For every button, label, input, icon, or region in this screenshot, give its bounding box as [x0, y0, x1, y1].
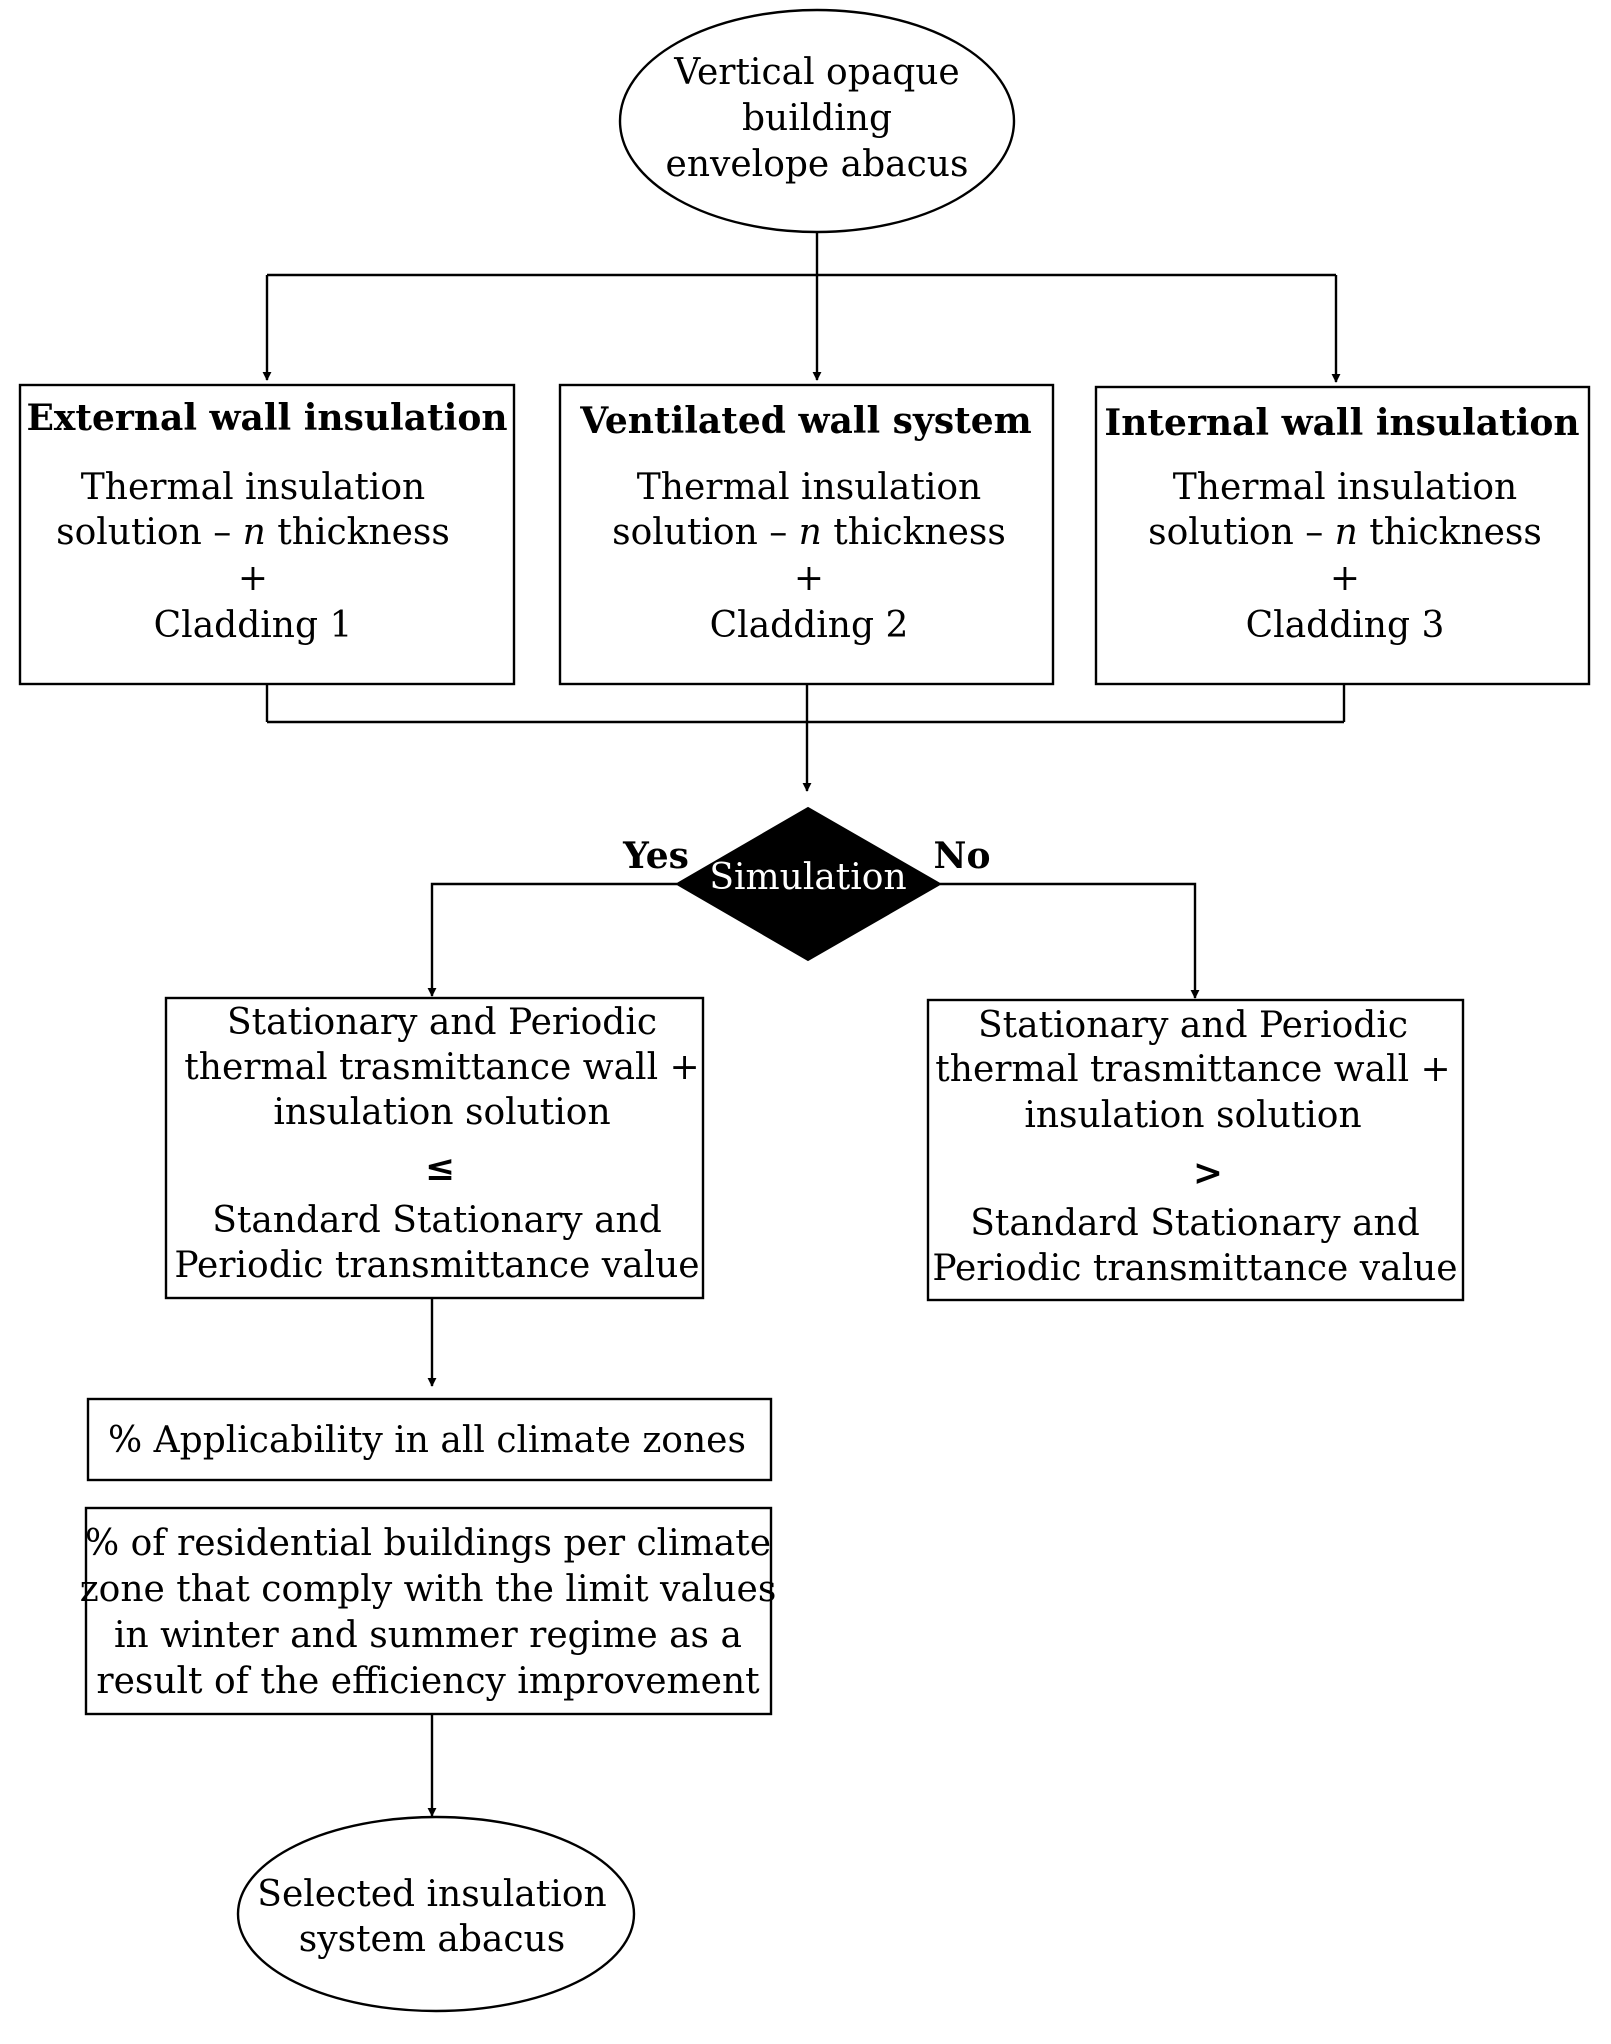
pass-line-3: insulation solution — [273, 1092, 610, 1133]
ventilated-wall-title: Ventilated wall system — [579, 400, 1032, 442]
start-line-2: building — [742, 98, 892, 139]
ventilated-wall-rect — [558, 383, 1055, 686]
applicability-box: % Applicability in all climate zones — [86, 1397, 773, 1482]
end-line-1: Selected insulation — [257, 1874, 606, 1915]
edge-no-branch — [940, 882, 1200, 999]
fail-line-1: Stationary and Periodic — [978, 1005, 1408, 1046]
start-line-1: Vertical opaque — [673, 52, 960, 93]
external-wall-cladding: Cladding 1 — [154, 605, 353, 646]
external-wall-box: External wall insulation Thermal insulat… — [18, 383, 516, 686]
residential-line-4: result of the efficiency improvement — [96, 1661, 760, 1702]
internal-wall-line1: Thermal insulation — [1173, 467, 1517, 508]
fail-line-6: Periodic transmittance value — [932, 1248, 1457, 1289]
residential-rect — [84, 1506, 773, 1716]
end-node: Selected insulation system abacus — [236, 1815, 636, 2013]
start-line-3: envelope abacus — [666, 144, 969, 185]
internal-wall-box: Internal wall insulation Thermal insulat… — [1094, 385, 1591, 686]
residential-box: % of residential buildings per climate z… — [80, 1506, 777, 1716]
external-wall-plus: + — [238, 558, 268, 599]
internal-wall-plus: + — [1330, 558, 1360, 599]
ventilated-wall-cladding: Cladding 2 — [710, 605, 909, 646]
fail-line-3: insulation solution — [1024, 1095, 1361, 1136]
external-wall-line2: solution – n thickness — [56, 512, 450, 553]
ventilated-wall-box: Ventilated wall system Thermal insulatio… — [558, 383, 1055, 686]
internal-wall-rect — [1094, 385, 1591, 686]
decision-node: Simulation Yes No — [622, 806, 991, 962]
applicability-label: % Applicability in all climate zones — [108, 1420, 746, 1461]
internal-wall-line2: solution – n thickness — [1148, 512, 1542, 553]
fail-comparator: > — [1193, 1152, 1223, 1194]
internal-wall-cladding: Cladding 3 — [1246, 605, 1445, 646]
end-ellipse — [236, 1815, 636, 2013]
pass-box: Stationary and Periodic thermal trasmitt… — [164, 996, 705, 1300]
internal-wall-title: Internal wall insulation — [1104, 402, 1579, 444]
decision-diamond — [675, 806, 943, 962]
start-ellipse — [618, 8, 1016, 234]
pass-line-6: Periodic transmittance value — [174, 1245, 699, 1286]
fail-line-2: thermal trasmittance wall + — [935, 1049, 1450, 1090]
no-label: No — [934, 835, 991, 877]
applicability-rect — [86, 1397, 773, 1482]
pass-line-2: thermal trasmittance wall + — [184, 1047, 699, 1088]
residential-line-2: zone that comply with the limit values — [80, 1569, 777, 1610]
edge-yes-branch — [427, 882, 677, 997]
end-line-2: system abacus — [299, 1919, 565, 1960]
start-node: Vertical opaque building envelope abacus — [618, 8, 1016, 234]
yes-label: Yes — [622, 835, 689, 877]
decision-label: Simulation — [709, 857, 906, 898]
fail-rect — [926, 998, 1465, 1302]
pass-rect — [164, 996, 705, 1300]
fail-box: Stationary and Periodic thermal trasmitt… — [926, 998, 1465, 1302]
ventilated-wall-line1: Thermal insulation — [637, 467, 981, 508]
pass-line-5: Standard Stationary and — [212, 1200, 662, 1241]
ventilated-wall-line2: solution – n thickness — [612, 512, 1006, 553]
residential-line-3: in winter and summer regime as a — [114, 1615, 742, 1656]
residential-line-1: % of residential buildings per climate — [85, 1523, 771, 1564]
external-wall-line1: Thermal insulation — [81, 467, 425, 508]
external-wall-rect — [18, 383, 516, 686]
external-wall-title: External wall insulation — [26, 397, 507, 439]
pass-comparator: ≤ — [425, 1147, 455, 1189]
ventilated-wall-plus: + — [794, 558, 824, 599]
connectors — [262, 232, 1346, 1817]
pass-line-1: Stationary and Periodic — [227, 1002, 657, 1043]
fail-line-5: Standard Stationary and — [970, 1203, 1420, 1244]
